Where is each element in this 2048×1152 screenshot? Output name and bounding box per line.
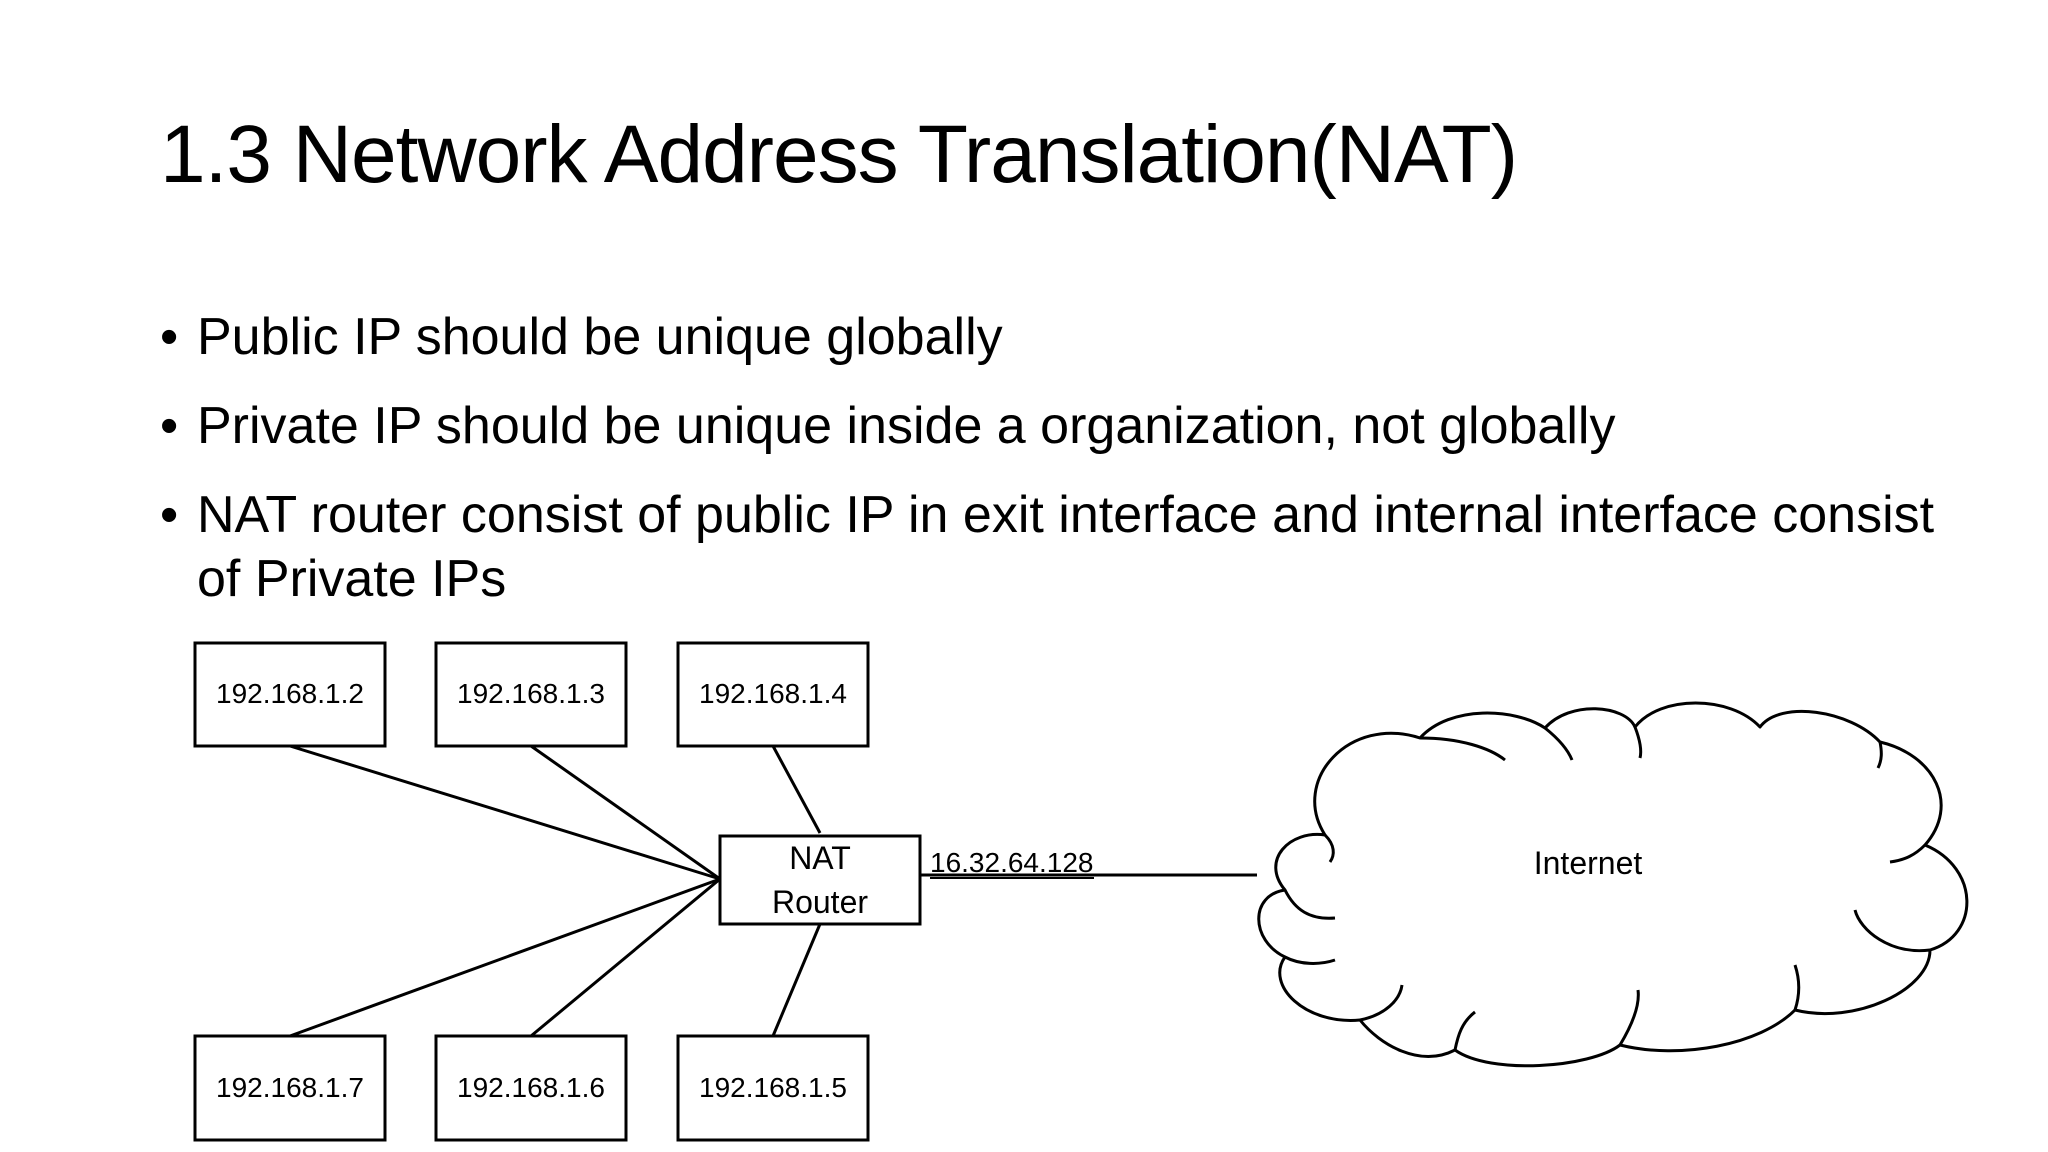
cloud-arc: [1876, 741, 1883, 769]
host-ip-label: 192.168.1.4: [699, 678, 847, 709]
link-host-1-2: [289, 744, 721, 881]
host-box-outline: [676, 641, 870, 748]
cloud-arc: [1544, 726, 1574, 761]
bullet-text: Public IP should be unique globally: [197, 308, 1003, 366]
bullet-list: • Public IP should be unique globally • …: [160, 305, 1960, 636]
host-box-outline: [676, 1034, 870, 1142]
public-ip: 16.32.64.128: [930, 847, 1094, 879]
cloud-arc: [1419, 736, 1506, 762]
host-ip-label: 192.168.1.3: [457, 678, 605, 709]
cloud-arc: [1359, 984, 1404, 1022]
link-host-1-6: [530, 877, 721, 1038]
bullet-text: Private IP should be unique inside a org…: [197, 397, 1616, 455]
cloud-arc: [1323, 833, 1335, 863]
host-ip-label: 192.168.1.6: [457, 1072, 605, 1103]
link-host-1-7: [289, 877, 721, 1038]
bullet-dot-icon: •: [160, 308, 179, 366]
bullet-item: • NAT router consist of public IP in exi…: [160, 483, 1960, 611]
public-ip-label: 16.32.64.128: [930, 847, 1094, 878]
bullet-item: • Private IP should be unique inside a o…: [160, 394, 1960, 458]
host-box-outline: [434, 641, 628, 748]
host-ip-label: 192.168.1.7: [216, 1072, 364, 1103]
link-host-1-3: [530, 744, 721, 881]
bullet-item: • Public IP should be unique globally: [160, 305, 1960, 369]
host-box: 192.168.1.4: [676, 641, 870, 748]
nat-router: NAT Router: [718, 834, 922, 926]
host-ip-label: 192.168.1.5: [699, 1072, 847, 1103]
host-box: 192.168.1.3: [434, 641, 628, 748]
cloud-arc: [1283, 889, 1336, 920]
host-ip-label: 192.168.1.2: [216, 678, 364, 709]
host-box: 192.168.1.6: [434, 1034, 628, 1142]
bullet-text: NAT router consist of public IP in exit …: [197, 486, 1935, 608]
cloud-icon: [1257, 701, 1969, 1068]
cloud-arc: [1284, 955, 1336, 965]
internet-cloud: Internet: [1257, 701, 1969, 1068]
link-host-1-5: [771, 923, 822, 1037]
cloud-arc: [1793, 964, 1801, 1011]
cloud-inner-arcs: [1283, 726, 1931, 1051]
host-box: 192.168.1.5: [676, 1034, 870, 1142]
cloud-arc: [1633, 726, 1643, 759]
cloud-arc: [1853, 909, 1931, 953]
host-box-outline: [434, 1034, 628, 1142]
cloud-arc: [1453, 1010, 1476, 1051]
link-host-1-4: [771, 745, 822, 834]
bullet-dot-icon: •: [160, 486, 179, 544]
host-box-outline: [193, 641, 387, 748]
cloud-label: Internet: [1534, 845, 1643, 881]
host-box: 192.168.1.7: [193, 1034, 387, 1142]
cloud-arc: [1618, 989, 1640, 1046]
nat-router-label-line1: NAT: [789, 840, 851, 876]
bullet-dot-icon: •: [160, 397, 179, 455]
nat-router-label-line2: Router: [772, 884, 868, 920]
host-box: 192.168.1.2: [193, 641, 387, 748]
slide-title: 1.3 Network Address Translation(NAT): [160, 109, 1518, 200]
nat-router-outline: [718, 834, 922, 926]
cloud-arc: [1889, 843, 1927, 864]
connection-lines: [289, 744, 1257, 1038]
host-box-outline: [193, 1034, 387, 1142]
